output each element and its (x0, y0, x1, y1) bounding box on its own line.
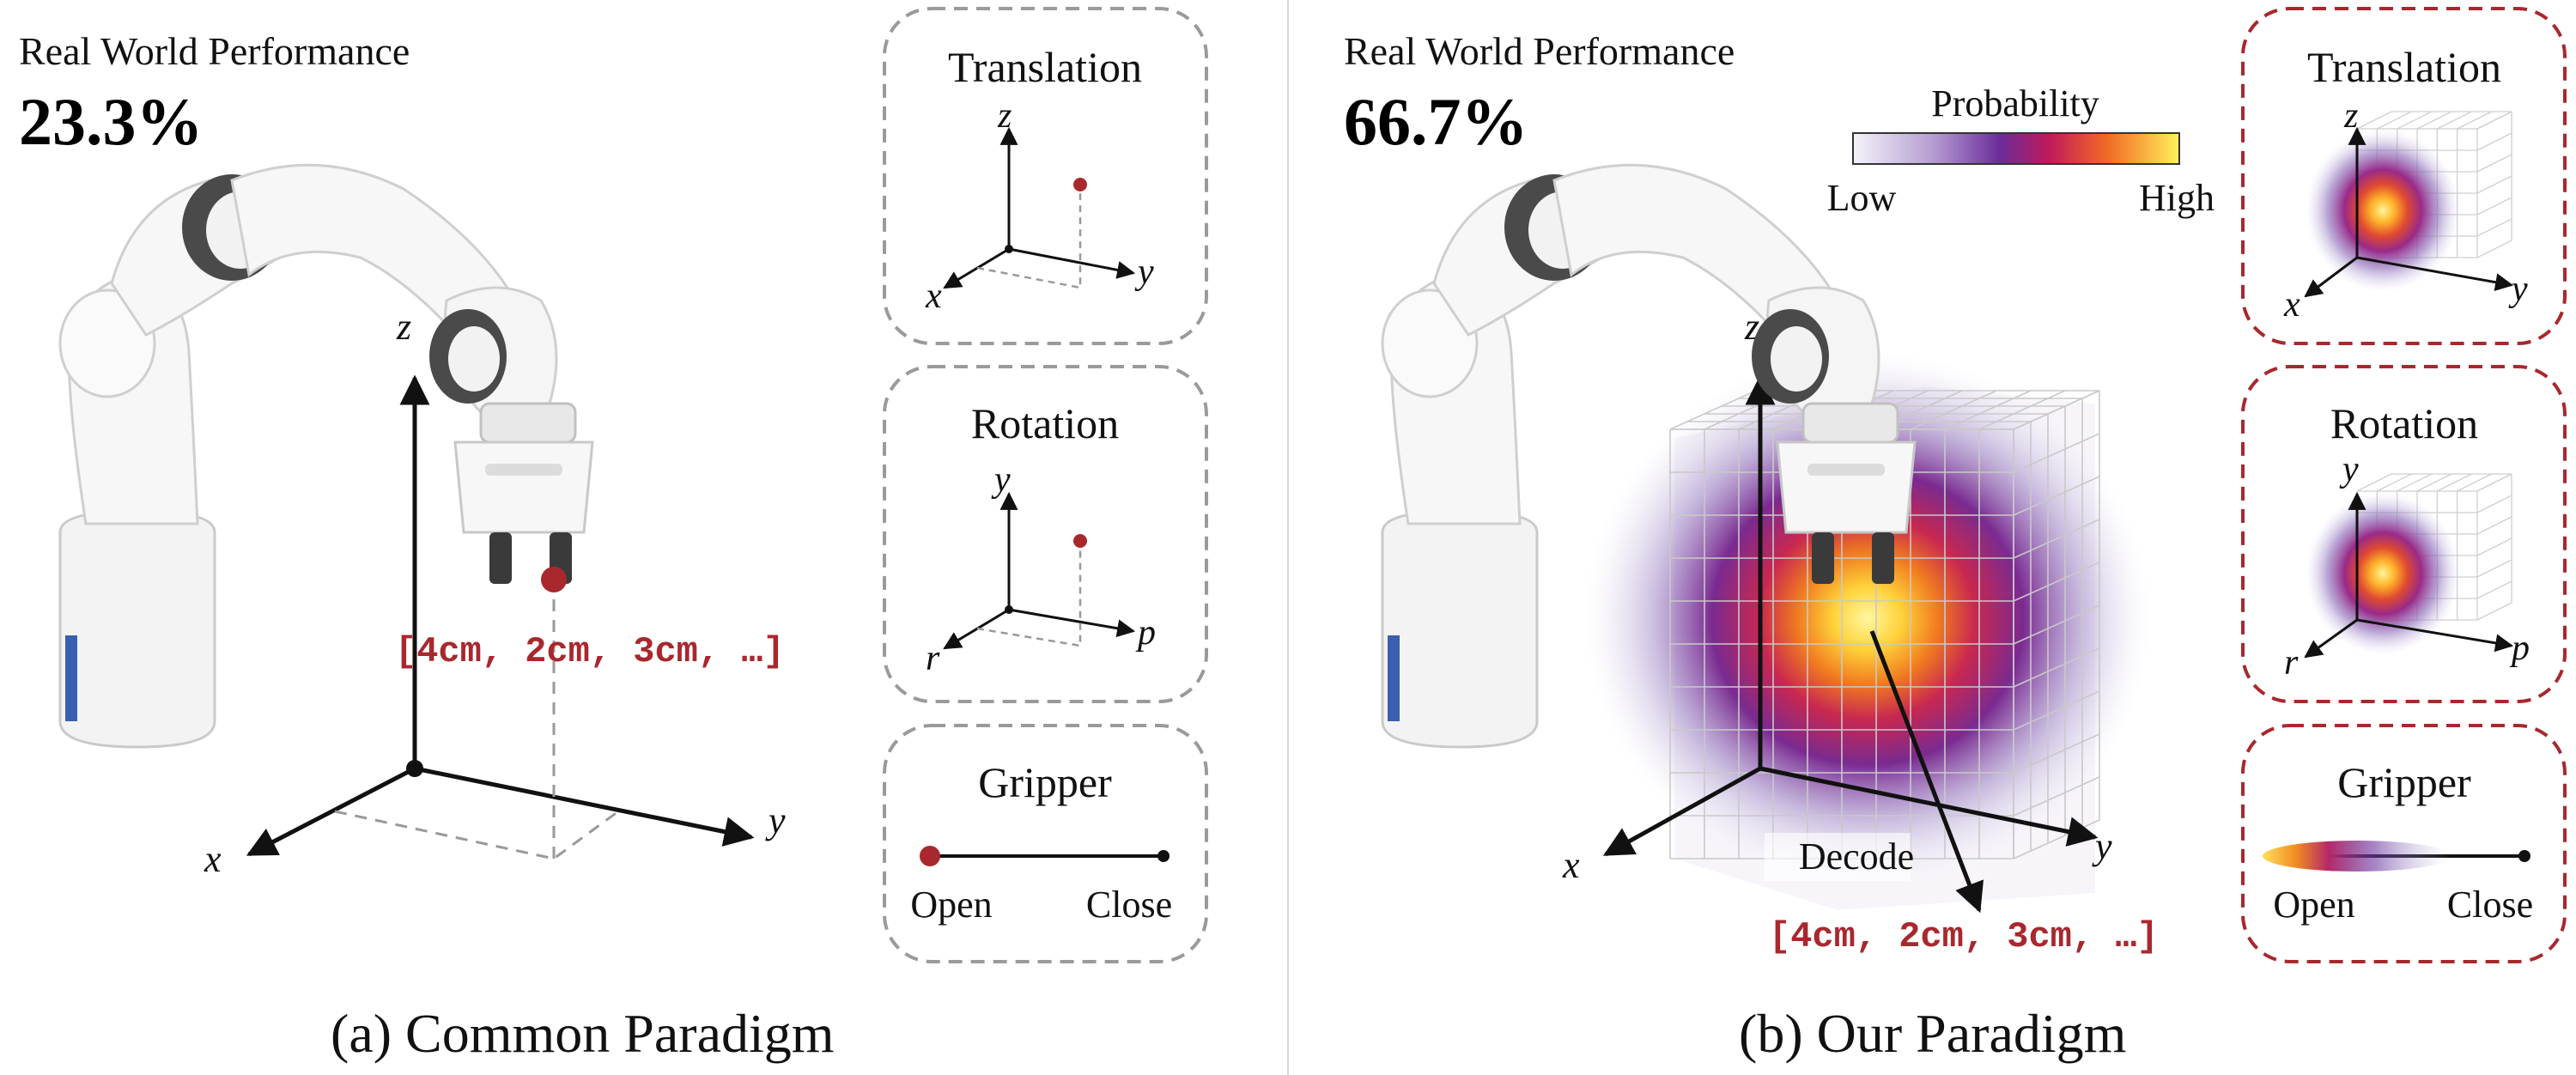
left-performance-value: 23.3% (19, 84, 204, 159)
decode-arrow (1869, 630, 1984, 914)
right-main-axes (1602, 374, 2099, 857)
our-paradigm-figure: Real World Performance 66.7% Probability… (1344, 7, 2567, 1064)
right-action-vector: [4cm, 2cm, 3cm, …] (1769, 916, 2159, 957)
right-rotation-title: Rotation (2330, 399, 2478, 447)
left-translation-title: Translation (948, 43, 1142, 91)
right-translation-x: x (2283, 285, 2300, 325)
left-axis-y-label: y (765, 799, 786, 841)
right-axis-y-label: y (2092, 825, 2112, 867)
right-translation-y: y (2508, 270, 2528, 309)
left-target-point (541, 567, 567, 592)
left-performance-label: Real World Performance (19, 29, 410, 73)
right-rotation-p: p (2509, 629, 2530, 668)
decode-label: Decode (1799, 835, 1914, 878)
right-gripper-open: Open (2273, 884, 2354, 926)
left-main-axes (246, 374, 755, 860)
colorbar-low: Low (1827, 177, 1897, 219)
left-translation-x: x (925, 276, 942, 316)
probability-colorbar: Probability Low High (1827, 82, 2215, 219)
left-rotation-r: r (926, 639, 940, 678)
right-gripper-distribution (2263, 841, 2451, 872)
left-gripper-title: Gripper (978, 758, 1112, 806)
right-translation-z: z (2343, 96, 2358, 136)
right-axis-x-label: x (1562, 844, 1580, 886)
left-gripper-panel: Gripper Open Close (883, 724, 1208, 963)
colorbar-title: Probability (1931, 82, 2099, 125)
left-caption: (a) Common Paradigm (331, 1003, 835, 1064)
right-performance-value: 66.7% (1344, 84, 1528, 159)
right-gripper-title: Gripper (2337, 758, 2471, 806)
right-translation-panel: Translation z y x (2241, 7, 2567, 345)
left-action-vector: [4cm, 2cm, 3cm, …] (395, 631, 785, 672)
left-rotation-y: y (991, 460, 1011, 500)
right-rotation-y: y (2339, 450, 2359, 489)
left-translation-panel: Translation z y x (883, 7, 1208, 345)
left-gripper-close: Close (1086, 884, 1172, 926)
right-translation-title: Translation (2307, 43, 2501, 91)
left-axis-x-label: x (204, 838, 222, 880)
left-rotation-title: Rotation (971, 399, 1119, 447)
left-rotation-panel: Rotation y p r (883, 365, 1208, 703)
right-caption: (b) Our Paradigm (1739, 1003, 2126, 1064)
left-translation-z: z (997, 96, 1012, 136)
common-paradigm-figure: Real World Performance 23.3% z y x [4cm,… (19, 7, 1208, 1064)
left-gripper-state-point (920, 846, 940, 866)
right-gripper-panel: Gripper Open Close (2241, 724, 2567, 963)
left-gripper-open: Open (910, 884, 992, 926)
right-rotation-r: r (2284, 643, 2299, 683)
left-translation-y: y (1134, 252, 1154, 292)
left-rotation-p: p (1135, 613, 1156, 653)
left-axis-z-label: z (396, 306, 411, 348)
right-rotation-panel: Rotation y p r (2241, 365, 2567, 703)
right-gripper-close: Close (2447, 884, 2533, 926)
probability-heatmap-icon (1584, 352, 2151, 910)
right-performance-label: Real World Performance (1344, 29, 1735, 73)
colorbar-high: High (2139, 177, 2215, 219)
